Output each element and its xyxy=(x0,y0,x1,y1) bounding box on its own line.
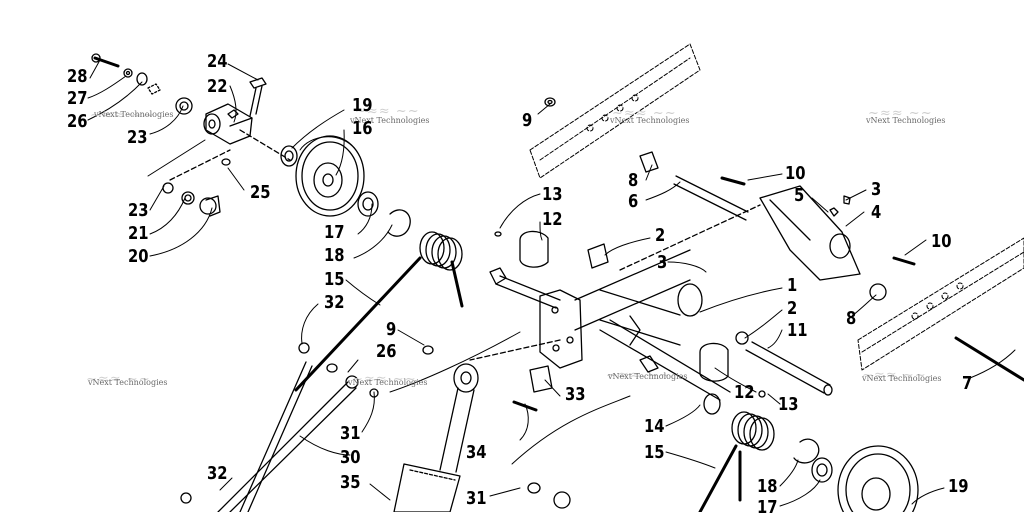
callout-34: 34 xyxy=(466,442,487,463)
callout-17: 17 xyxy=(757,497,778,518)
slide-rail-lower xyxy=(857,237,1024,371)
callout-22: 22 xyxy=(207,76,228,97)
shock-absorber xyxy=(180,345,571,512)
callout-9: 9 xyxy=(386,319,397,340)
callout-23: 23 xyxy=(127,127,148,148)
idler-wheel-left xyxy=(280,135,411,237)
watermark-glyph: ~≈≈ ~~ xyxy=(352,372,417,387)
watermark-text: vNext Technologies xyxy=(866,116,946,125)
callout-20: 20 xyxy=(128,246,149,267)
callout-19: 19 xyxy=(352,95,373,116)
callout-6: 6 xyxy=(628,191,639,212)
watermark-text: vNext Technologies xyxy=(608,372,688,381)
watermark-glyph: ~≈≈ ~~ xyxy=(86,372,151,387)
link-arm-30 xyxy=(217,375,379,512)
torsion-spring-right xyxy=(698,411,820,512)
rear-shaft-assembly xyxy=(544,97,916,396)
callout-26: 26 xyxy=(67,111,88,132)
callout-3: 3 xyxy=(657,252,668,273)
callout-31: 31 xyxy=(466,488,487,509)
callout-3: 3 xyxy=(871,179,882,200)
callout-9: 9 xyxy=(522,110,533,131)
idler-wheel-right xyxy=(811,445,919,512)
callout-32: 32 xyxy=(207,463,228,484)
callout-21: 21 xyxy=(128,223,149,244)
watermark-text: vNext Technologies xyxy=(348,378,428,387)
callout-2: 2 xyxy=(787,298,798,319)
callout-12: 12 xyxy=(734,382,755,403)
callout-10: 10 xyxy=(785,163,806,184)
pivot-block-assembly xyxy=(91,53,291,217)
callout-12: 12 xyxy=(542,209,563,230)
watermark-text: vNext Technologies xyxy=(94,110,174,119)
callout-11: 11 xyxy=(787,320,808,341)
callout-5: 5 xyxy=(794,185,805,206)
callout-26: 26 xyxy=(376,341,397,362)
callout-10: 10 xyxy=(931,231,952,252)
callout-31: 31 xyxy=(340,423,361,444)
callout-28: 28 xyxy=(67,66,88,87)
callout-32: 32 xyxy=(324,292,345,313)
rear-axle-7 xyxy=(954,336,1024,382)
watermark-glyph: ~≈≈ ~~ xyxy=(862,368,927,383)
watermark-glyph: ~≈≈ ~~ xyxy=(90,108,155,123)
callout-23: 23 xyxy=(128,200,149,221)
slide-rail-upper xyxy=(529,43,701,179)
watermark-glyph: ~≈≈ ~~ xyxy=(868,106,933,121)
callout-16: 16 xyxy=(352,118,373,139)
callout-25: 25 xyxy=(250,182,271,203)
callout-14: 14 xyxy=(644,416,665,437)
watermark-glyph: ~≈≈ ~~ xyxy=(606,368,671,383)
callout-13: 13 xyxy=(778,394,799,415)
leader-lines xyxy=(87,59,1016,507)
callout-8: 8 xyxy=(628,170,639,191)
callout-15: 15 xyxy=(324,269,345,290)
callout-8: 8 xyxy=(846,308,857,329)
watermark-text: vNext Technologies xyxy=(350,116,430,125)
callout-24: 24 xyxy=(207,51,228,72)
callout-19: 19 xyxy=(948,476,969,497)
callout-30: 30 xyxy=(340,447,361,468)
watermark-glyph: ~≈≈ ~~ xyxy=(355,104,420,119)
callout-1: 1 xyxy=(787,275,798,296)
callout-2: 2 xyxy=(655,225,666,246)
callout-33: 33 xyxy=(565,384,586,405)
torsion-spring-left xyxy=(239,231,464,512)
callout-13: 13 xyxy=(542,184,563,205)
watermark-glyph: ~≈≈ ~~ xyxy=(612,106,677,121)
callout-18: 18 xyxy=(324,245,345,266)
callout-27: 27 xyxy=(67,88,88,109)
callout-35: 35 xyxy=(340,472,361,493)
watermark-text: vNext Technologies xyxy=(88,378,168,387)
callout-17: 17 xyxy=(324,222,345,243)
callout-4: 4 xyxy=(871,202,882,223)
callout-7: 7 xyxy=(962,373,973,394)
callout-18: 18 xyxy=(757,476,778,497)
callout-15: 15 xyxy=(644,442,665,463)
watermark-text: vNext Technologies xyxy=(610,116,690,125)
watermark-text: vNext Technologies xyxy=(862,374,942,383)
